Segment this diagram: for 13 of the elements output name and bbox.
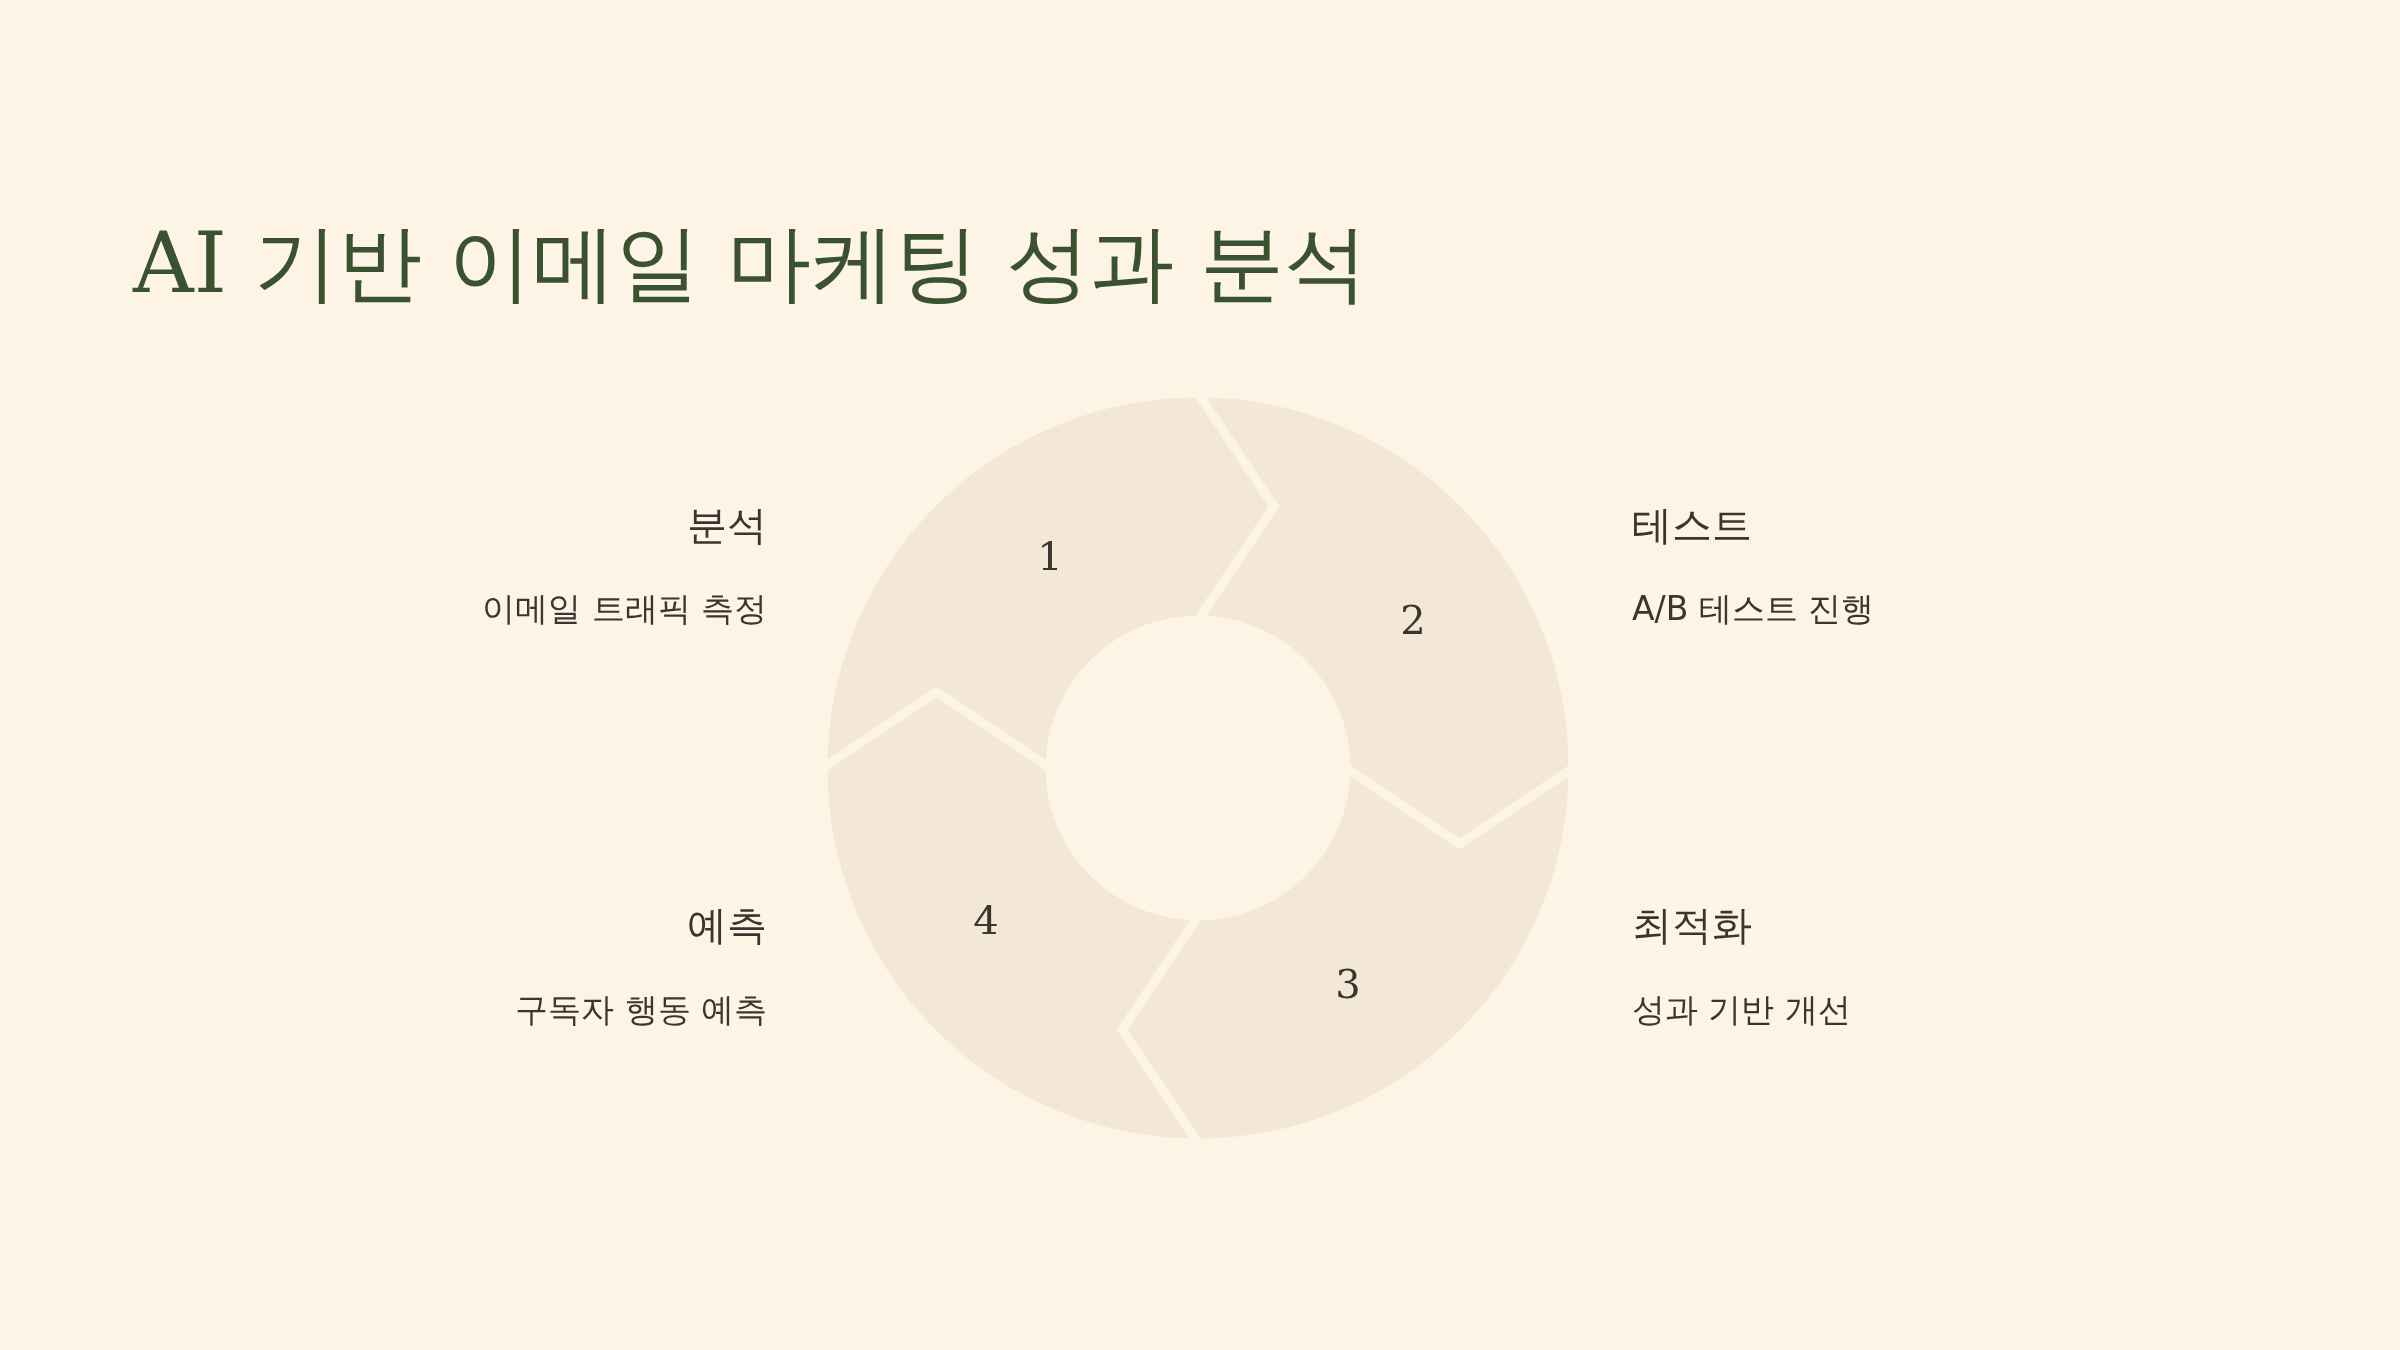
title: AI 기반 이메일 마케팅 성과 분석 bbox=[133, 221, 1369, 305]
step-description: 성과 기반 개선 bbox=[1632, 992, 1851, 1026]
step-number: 4 bbox=[973, 900, 999, 940]
step-description: A/B 테스트 진행 bbox=[1632, 591, 1875, 625]
step-heading: 최적화 bbox=[1632, 905, 1752, 945]
step-heading: 예측 bbox=[687, 905, 767, 945]
step-description: 이메일 트래픽 측정 bbox=[482, 591, 767, 625]
step-description: 구독자 행동 예측 bbox=[515, 992, 767, 1026]
step-number: 3 bbox=[1335, 964, 1361, 1004]
step-heading: 분석 bbox=[687, 505, 767, 545]
step-number: 2 bbox=[1400, 600, 1426, 640]
step-heading: 테스트 bbox=[1632, 505, 1752, 545]
step-number: 1 bbox=[1037, 536, 1063, 576]
